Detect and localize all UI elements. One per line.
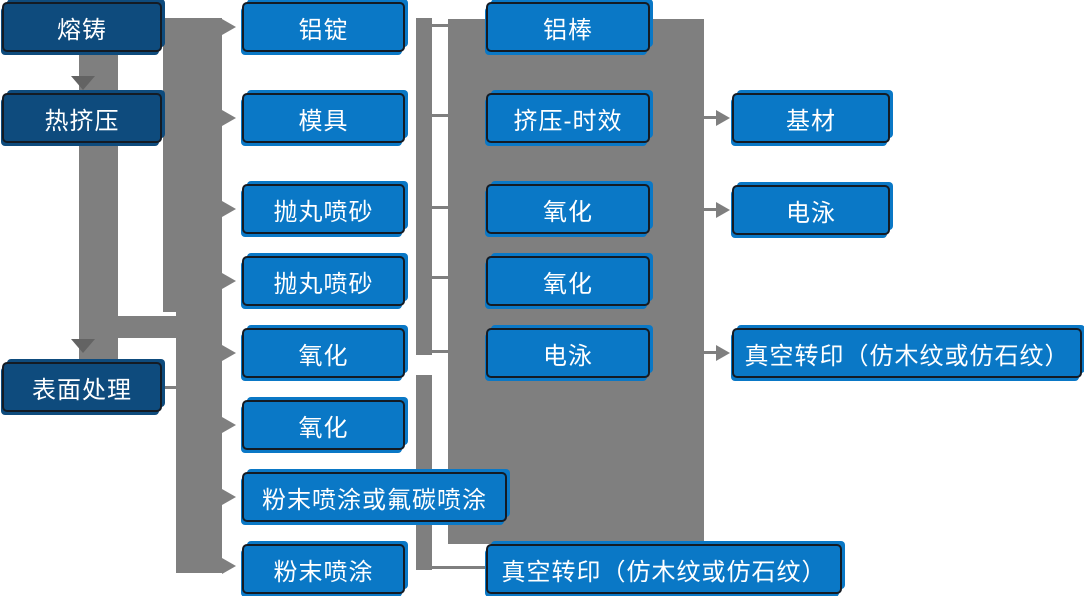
rail-link-bottom	[424, 566, 487, 569]
node-electrophoresis-1: 电泳	[486, 328, 650, 378]
node-shot-blasting-1: 抛丸喷砂	[242, 184, 405, 234]
node-aluminum-ingot: 铝锭	[242, 2, 405, 52]
arrow-to-substrate	[716, 110, 730, 126]
stem-to-substrate	[704, 116, 718, 119]
node-aluminum-rod: 铝棒	[486, 2, 650, 52]
arrow-to-oxidation-1	[222, 345, 236, 361]
node-powder-coating: 粉末喷涂	[242, 544, 405, 594]
rail-link-row3	[432, 206, 448, 209]
node-hot-extrusion: 热挤压	[2, 93, 162, 143]
node-vacuum-transfer-right: 真空转印（仿木纹或仿石纹）	[732, 328, 1082, 378]
node-mold: 模具	[242, 93, 405, 143]
node-substrate: 基材	[732, 93, 890, 143]
down-arrow-to-surface-treatment	[71, 339, 95, 353]
arrow-to-shot-blasting-1	[222, 201, 236, 217]
arrow-to-shot-blasting-2	[222, 273, 236, 289]
node-melting-casting: 熔铸	[2, 2, 162, 52]
node-powder-or-fluorocarbon-coating: 粉末喷涂或氟碳喷涂	[242, 472, 507, 522]
arrow-to-electrophoresis	[716, 202, 730, 218]
node-electrophoresis-2: 电泳	[732, 185, 890, 235]
node-oxidation-4: 氧化	[486, 256, 650, 306]
arrow-to-aluminum-ingot	[222, 19, 236, 35]
node-oxidation-1: 氧化	[242, 328, 405, 378]
arrow-to-vacuum-transfer	[716, 345, 730, 361]
left-trunk-upper	[163, 18, 222, 312]
rail-link-row5	[432, 350, 448, 353]
node-surface-treatment: 表面处理	[2, 362, 162, 412]
mid-rail-upper	[416, 18, 432, 355]
left-trunk-lower	[176, 310, 222, 573]
rail-link-row4	[432, 276, 448, 279]
node-shot-blasting-2: 抛丸喷砂	[242, 256, 405, 306]
down-arrow-to-hot-extrusion	[71, 76, 95, 90]
node-vacuum-transfer-bottom: 真空转印（仿木纹或仿石纹）	[486, 544, 842, 594]
arrow-to-powder-fluorocarbon	[222, 489, 236, 505]
surface-treatment-connector-line	[162, 386, 178, 389]
node-extrusion-aging: 挤压-时效	[486, 93, 650, 143]
rail-link-row2	[432, 114, 448, 117]
stem-to-electrophoresis	[704, 208, 718, 211]
arrow-to-mold	[222, 110, 236, 126]
stage-flow-elbow	[110, 316, 180, 338]
stem-to-vacuum-transfer	[704, 351, 718, 354]
node-oxidation-2: 氧化	[242, 400, 405, 450]
arrow-to-powder-coating	[222, 558, 236, 574]
rail-link-row1	[432, 24, 448, 27]
arrow-to-oxidation-2	[222, 417, 236, 433]
node-oxidation-3: 氧化	[486, 184, 650, 234]
